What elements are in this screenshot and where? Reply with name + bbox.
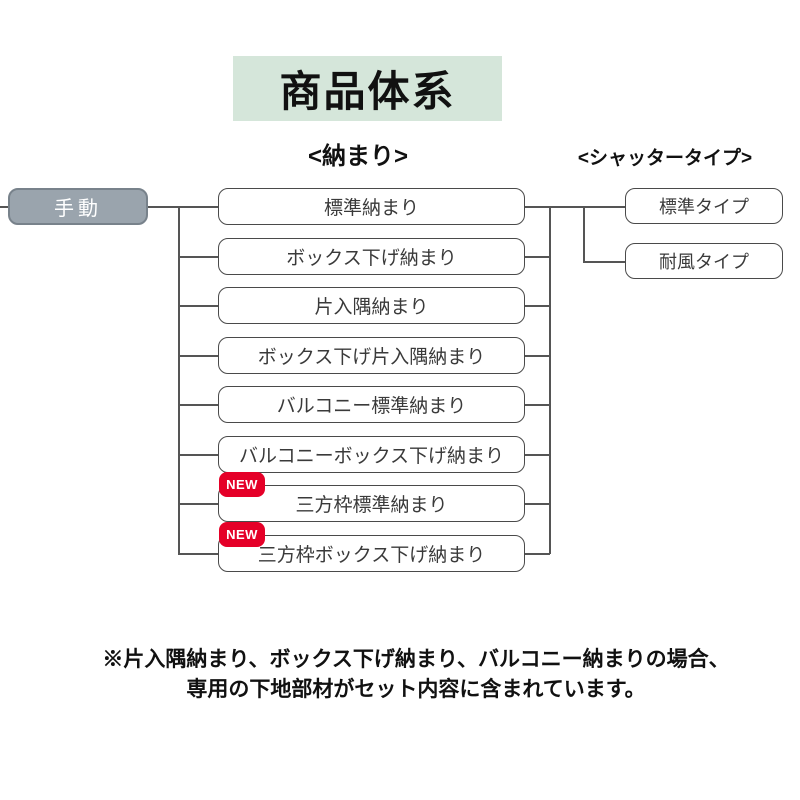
- connector-line: [178, 355, 218, 357]
- new-badge: NEW: [219, 522, 265, 547]
- connector-line: [178, 503, 218, 505]
- naomari-column-header: <納まり>: [307, 143, 409, 170]
- connector-line: [525, 553, 550, 555]
- connector-line: [525, 206, 625, 208]
- node-manual: 手動: [8, 188, 148, 225]
- connector-line: [525, 305, 550, 307]
- connector-line: [178, 256, 218, 258]
- node-naomari-standard: 標準納まり: [218, 188, 525, 225]
- node-naomari-single-corner: 片入隅納まり: [218, 287, 525, 324]
- connector-line: [525, 503, 550, 505]
- connector-line: [178, 553, 218, 555]
- footnote: ※片入隅納まり、ボックス下げ納まり、バルコニー納まりの場合、 専用の下地部材がセ…: [16, 645, 800, 705]
- node-naomari-box-lowered: ボックス下げ納まり: [218, 238, 525, 275]
- node-naomari-box-lowered-single-corner: ボックス下げ片入隅納まり: [218, 337, 525, 374]
- connector-line: [525, 256, 550, 258]
- connector-line: [583, 206, 585, 262]
- connector-line: [178, 454, 218, 456]
- new-badge: NEW: [219, 472, 265, 497]
- connector-line: [525, 355, 550, 357]
- shutter-type-column-header: <シャッタータイプ>: [577, 148, 753, 169]
- footnote-line-2: 専用の下地部材がセット内容に含まれています。: [186, 678, 646, 701]
- node-shutter-standard-type: 標準タイプ: [625, 188, 783, 224]
- node-naomari-three-side-frame-box-lowered: 三方枠ボックス下げ納まり: [218, 535, 525, 572]
- connector-line: [148, 206, 218, 208]
- connector-line: [549, 206, 551, 554]
- connector-line: [583, 261, 625, 263]
- node-naomari-balcony-box-lowered: バルコニーボックス下げ納まり: [218, 436, 525, 473]
- node-naomari-balcony-standard: バルコニー標準納まり: [218, 386, 525, 423]
- connector-line: [178, 206, 180, 554]
- footnote-line-1: ※片入隅納まり、ボックス下げ納まり、バルコニー納まりの場合、: [102, 648, 730, 671]
- connector-line: [525, 404, 550, 406]
- node-naomari-three-side-frame-standard: 三方枠標準納まり: [218, 485, 525, 522]
- page-title: 商品体系: [233, 56, 502, 121]
- connector-line: [0, 206, 8, 208]
- connector-line: [525, 454, 550, 456]
- connector-line: [178, 404, 218, 406]
- connector-line: [178, 305, 218, 307]
- node-shutter-wind-resistant-type: 耐風タイプ: [625, 243, 783, 279]
